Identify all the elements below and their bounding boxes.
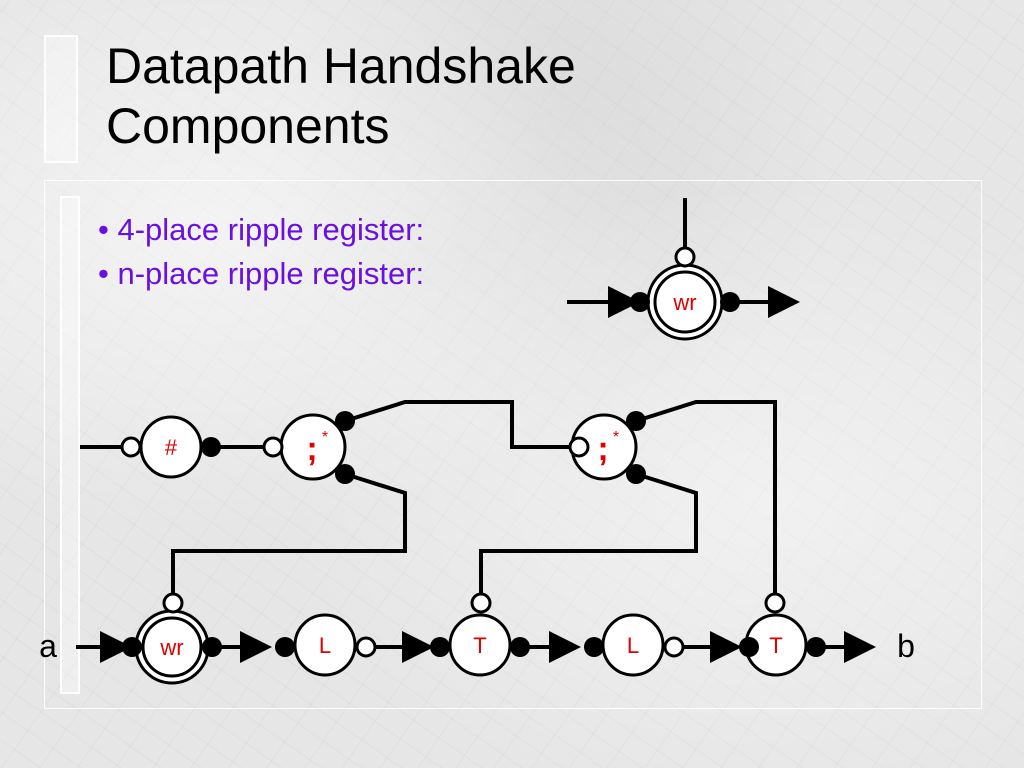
- hash-left-port: [120, 436, 142, 458]
- l2-label: L: [627, 633, 639, 658]
- wr-left-port: [122, 637, 142, 657]
- content-decor-bar: [60, 196, 80, 694]
- wr-label: wr: [159, 635, 183, 660]
- title-decor-bar: [44, 35, 78, 163]
- diagram-wires: [76, 400, 876, 663]
- t1-component: T: [430, 592, 530, 677]
- wr-component: wr: [122, 592, 222, 685]
- legend-wr-node: [653, 270, 717, 334]
- l1-label: L: [319, 633, 331, 658]
- l1-component: L: [275, 613, 377, 677]
- legend-wr-left-port: [630, 292, 650, 312]
- legend-wr-label: wr: [672, 290, 696, 315]
- slide-title: Datapath Handshake Components: [106, 38, 576, 154]
- input-label-a: a: [39, 628, 57, 664]
- t1-top-port: [470, 592, 492, 614]
- hash-label: #: [165, 435, 178, 460]
- bullet-4-place: • 4-place ripple register:: [98, 212, 425, 247]
- seq2-bottom-port: [626, 464, 646, 484]
- wire-seq2-t2: [635, 400, 777, 600]
- wr-node: [141, 616, 203, 678]
- l1-node: [293, 613, 357, 677]
- seq1-component: ; *: [262, 411, 355, 484]
- legend-wr-component: wr: [567, 198, 800, 341]
- l1-left-port: [275, 637, 295, 657]
- wire-seq1-wr: [171, 472, 407, 600]
- seq2-left-port: [568, 436, 590, 458]
- wr-right-port: [202, 637, 222, 657]
- seq1-label: ;: [306, 430, 317, 468]
- seq2-component: ; *: [568, 411, 646, 484]
- seq1-bottom-port: [335, 464, 355, 484]
- wr-top-port: [162, 592, 184, 614]
- bullet-list: • 4-place ripple register: • n-place rip…: [98, 208, 424, 296]
- hash-right-port: [201, 437, 221, 457]
- hash-component: #: [120, 415, 221, 479]
- seq1-left-port: [262, 436, 284, 458]
- seq1-top-port: [335, 411, 355, 431]
- seq2-label: ;: [597, 430, 608, 468]
- t1-label: T: [473, 633, 486, 658]
- t2-label: T: [769, 633, 782, 658]
- l2-component: L: [584, 613, 685, 677]
- l1-right-port: [355, 636, 377, 658]
- l2-right-port: [663, 636, 685, 658]
- t1-node: [448, 613, 512, 677]
- legend-wr-top-port: [674, 246, 696, 268]
- t2-component: T: [739, 592, 826, 677]
- content-frame: [44, 180, 982, 709]
- l2-left-port: [584, 637, 604, 657]
- output-label-b: b: [897, 628, 915, 664]
- t2-left-port: [739, 637, 759, 657]
- t1-left-port: [430, 637, 450, 657]
- legend-wr-right-port: [720, 292, 740, 312]
- wire-seq2-t1: [479, 472, 698, 600]
- seq2-star: *: [613, 429, 619, 446]
- t1-right-port: [510, 637, 530, 657]
- wire-seq1-seq2: [344, 400, 578, 449]
- seq2-top-port: [626, 411, 646, 431]
- bullet-n-place: • n-place ripple register:: [98, 256, 425, 291]
- t2-top-port: [764, 592, 786, 614]
- t2-right-port: [806, 637, 826, 657]
- seq1-star: *: [322, 429, 328, 446]
